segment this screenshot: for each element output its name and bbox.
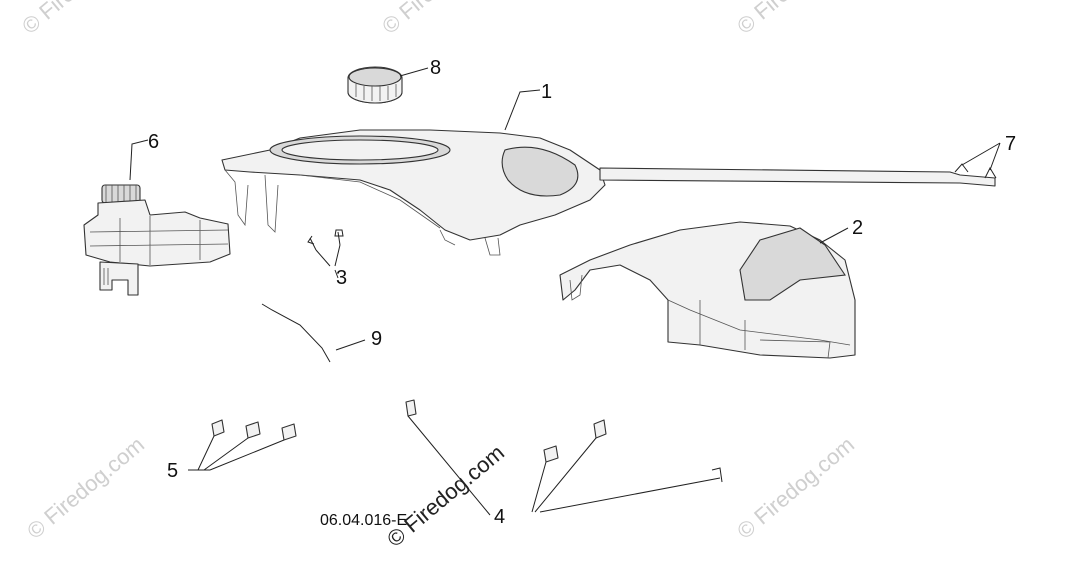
callout-labels: 1 2 3 4 5 6 7 8 9 [148,57,1016,528]
callout-9: 9 [371,328,382,350]
screws-part-3 [307,229,344,267]
watermark-center: © Firedog.com [382,440,509,552]
watermark-top-right: © Firedog.com [732,0,859,39]
clips-part-4 [405,399,723,516]
clips-part-5 [188,419,297,471]
watermark-top-center: © Firedog.com [377,0,504,39]
rod-part-9 [261,303,366,363]
watermark-top-left: © Firedog.com [17,0,144,39]
callout-5: 5 [167,460,178,482]
watermark-bottom-left: © Firedog.com [22,432,149,544]
side-shroud-part [559,221,856,359]
rod-end-part [954,163,997,179]
callout-1: 1 [541,81,552,103]
callout-3: 3 [336,267,347,289]
watermark-bottom-right: © Firedog.com [732,432,859,544]
callout-6: 6 [148,131,159,153]
fuel-tank-part [83,184,231,296]
leader-lines [129,67,1001,279]
gas-cap-part [347,66,403,104]
document-code: 06.04.016-E [320,512,407,529]
top-cover-part [221,129,996,256]
callout-7: 7 [1005,133,1016,155]
callout-4: 4 [494,506,505,528]
callout-2: 2 [852,217,863,239]
callout-8: 8 [430,57,441,79]
